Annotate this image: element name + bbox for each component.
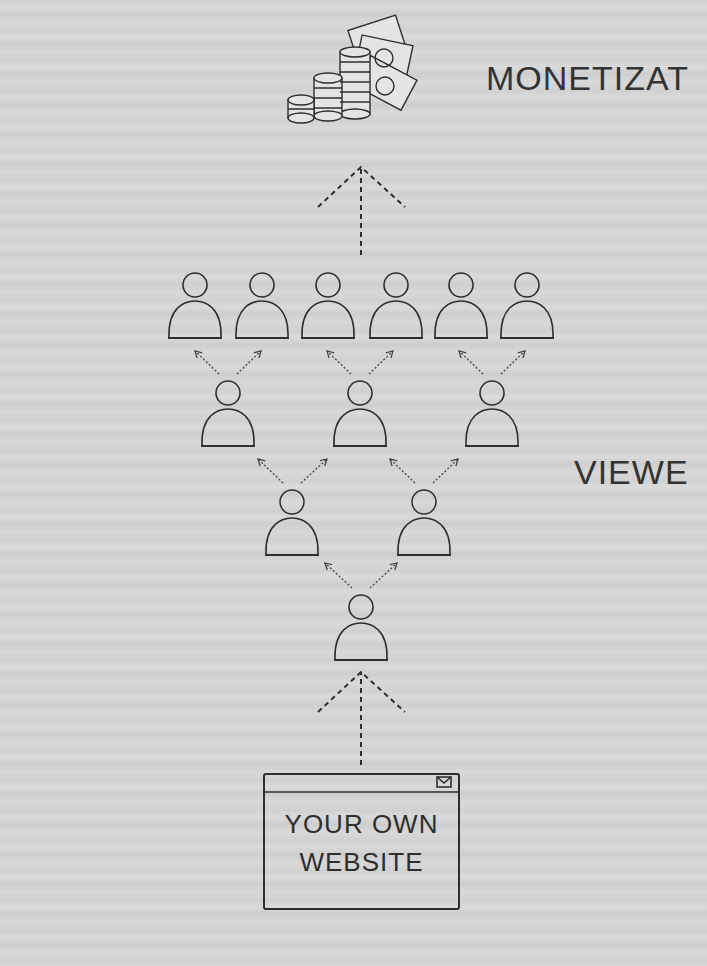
dotted-shaft [360,168,362,255]
person-icon [500,273,554,338]
spread-arrow [327,351,351,374]
envelope-flap [437,777,451,783]
section-label: VIEWE [574,452,689,492]
big-arrow [318,167,405,765]
person-icon [168,273,222,338]
banknote-seal [376,77,394,95]
dotted-chevron [318,167,405,207]
spread-arrow [390,459,415,483]
coin-edges [288,62,370,109]
coin [314,111,342,121]
viewer-people [168,273,554,660]
spread-arrow [301,459,327,483]
window-title: YOUR OWN WEBSITE [277,805,447,881]
person-icon [397,490,451,555]
envelope-icon [437,777,451,787]
coin [288,95,314,105]
coin [314,73,342,83]
spread-arrow [195,351,219,374]
person-icon [334,595,388,660]
spread-arrow [459,351,483,374]
dotted-shaft [360,672,362,765]
person-icon [201,381,255,446]
person-icon [301,273,355,338]
spread-arrow [258,459,283,483]
spread-arrow [433,459,458,483]
person-icon [434,273,488,338]
coin [288,113,314,123]
spread-arrow [370,563,397,588]
person-icon [235,273,289,338]
spread-arrow [369,351,393,374]
person-icon [333,381,387,446]
spread-arrow [501,351,525,374]
section-label: MONETIZAT [486,58,689,98]
banknote-seal [375,49,393,67]
coin-stacks [288,47,370,123]
person-icon [265,490,319,555]
spread-arrows [195,351,525,588]
person-icon [465,381,519,446]
coin [340,109,370,119]
dotted-chevron [318,672,405,712]
spread-arrow [325,563,352,588]
title-bar-line [265,791,458,793]
spread-arrow [237,351,261,374]
person-icon [369,273,423,338]
website-window-decor [265,777,458,792]
website-window: YOUR OWN WEBSITE [263,773,460,910]
coin [340,47,370,57]
money-icon [288,15,417,123]
